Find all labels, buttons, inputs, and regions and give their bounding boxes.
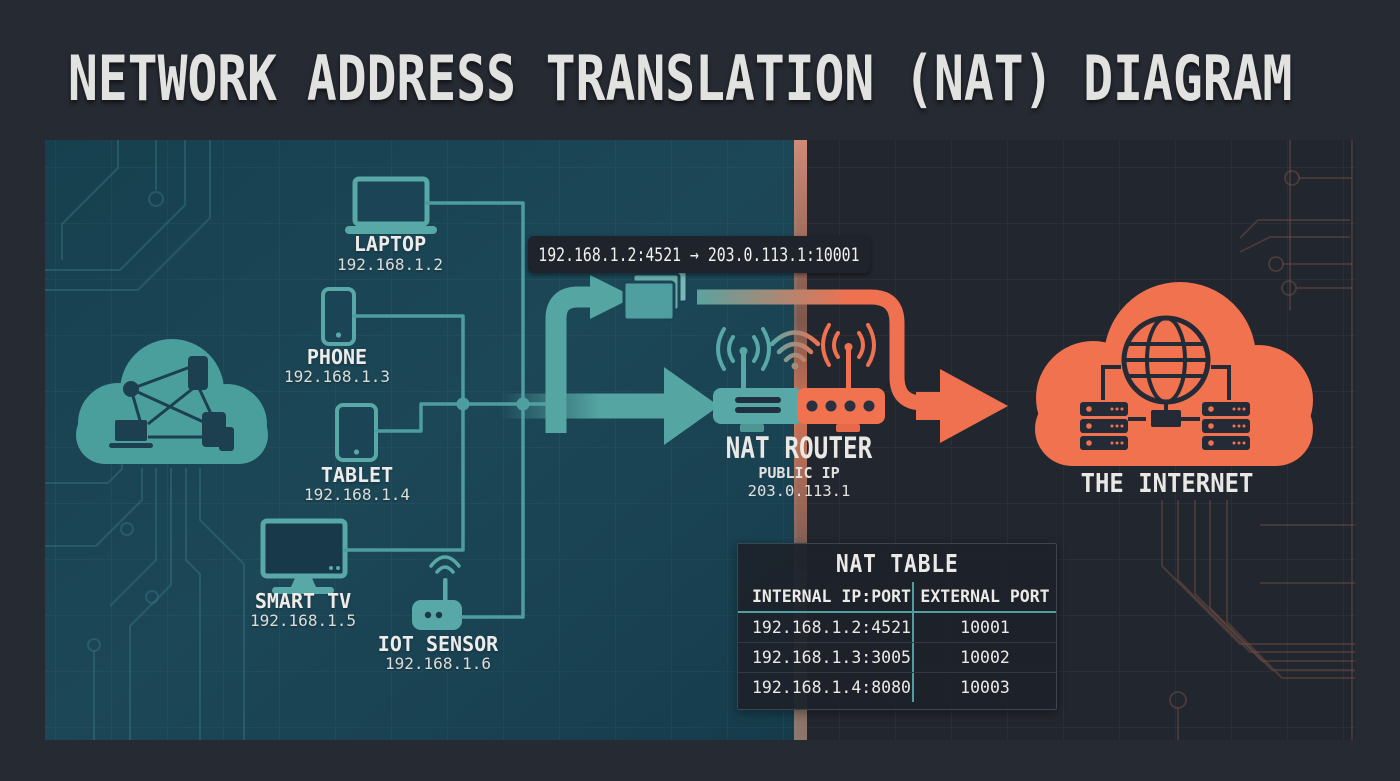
lan-cloud-icon: [76, 339, 268, 464]
router-antenna-left-icon: [716, 327, 771, 390]
page-title: NETWORK ADDRESS TRANSLATION (NAT) DIAGRA…: [68, 42, 1293, 115]
wan-circuit-traces: [1161, 140, 1355, 740]
internal-ip-port-cell: 192.168.1.2:4521: [738, 613, 914, 642]
nat-router-icon: [713, 323, 885, 432]
external-port-cell: 10003: [960, 678, 1010, 697]
laptop-ip: 192.168.1.2: [337, 255, 443, 274]
table-row: 192.168.1.2:4521 10001: [738, 613, 1056, 642]
router-to-internet-arrow: [916, 369, 1008, 443]
external-port-cell: 10002: [960, 648, 1010, 667]
phone-icon: [321, 287, 356, 346]
translation-flow-arrow: [545, 275, 634, 433]
mesh-small-phone-icon: [219, 427, 234, 451]
tablet-ip: 192.168.1.4: [304, 485, 410, 504]
lan-circuit-traces: [45, 140, 245, 740]
phone-label: PHONE: [306, 345, 368, 369]
internal-ip-port-cell: 192.168.1.4:8080: [738, 673, 914, 702]
nat-table: NAT TABLE INTERNAL IP:PORT EXTERNAL PORT…: [737, 543, 1057, 710]
nat-table-header: INTERNAL IP:PORT EXTERNAL PORT: [738, 582, 1056, 613]
translation-label: 192.168.1.2:4521 → 203.0.113.1:10001: [528, 236, 870, 273]
hub-node-icon: [123, 381, 139, 397]
mesh-laptop-icon: [115, 420, 147, 441]
iot-sensor-label: IOT SENSOR: [377, 632, 499, 656]
column-header-external: EXTERNAL PORT: [920, 587, 1050, 606]
smart-tv-icon: [260, 518, 348, 594]
server-stack-right-icon: [1202, 402, 1250, 450]
internet-label: THE INTERNET: [1080, 469, 1254, 499]
mesh-phone-icon: [188, 356, 208, 390]
lan-to-router-arrow: [500, 367, 719, 445]
router-name: NAT ROUTER: [725, 431, 873, 465]
column-header-internal: INTERNAL IP:PORT: [738, 582, 914, 611]
router-public-ip: 203.0.113.1: [747, 482, 851, 500]
iot-sensor-ip: 192.168.1.6: [385, 654, 491, 673]
server-link-lines: [1101, 365, 1231, 421]
packet-icon: [622, 264, 689, 322]
smart-tv-label: SMART TV: [254, 589, 352, 613]
tablet-icon: [335, 403, 378, 462]
laptop-icon: [345, 176, 437, 234]
external-port-cell: 10001: [960, 618, 1010, 637]
phone-ip: 192.168.1.3: [284, 367, 390, 386]
iot-sensor-icon: [412, 555, 462, 630]
nat-pipe: [697, 289, 936, 411]
router-public-ip-label: PUBLIC IP: [758, 464, 840, 482]
internal-ip-port-cell: 192.168.1.3:3005: [738, 643, 914, 672]
table-row: 192.168.1.4:8080 10003: [738, 672, 1056, 702]
wifi-icon: [769, 330, 821, 370]
smart-tv-ip: 192.168.1.5: [250, 611, 356, 630]
router-antenna-right-icon: [821, 323, 876, 390]
junction-dot: [456, 397, 470, 411]
server-stack-left-icon: [1080, 402, 1128, 450]
tablet-label: TABLET: [320, 463, 394, 487]
internet-cloud-icon: [1035, 282, 1313, 466]
nat-table-title: NAT TABLE: [835, 548, 959, 578]
laptop-label: LAPTOP: [353, 232, 427, 256]
lan-mesh-lines: [129, 364, 214, 439]
table-row: 192.168.1.3:3005 10002: [738, 642, 1056, 672]
